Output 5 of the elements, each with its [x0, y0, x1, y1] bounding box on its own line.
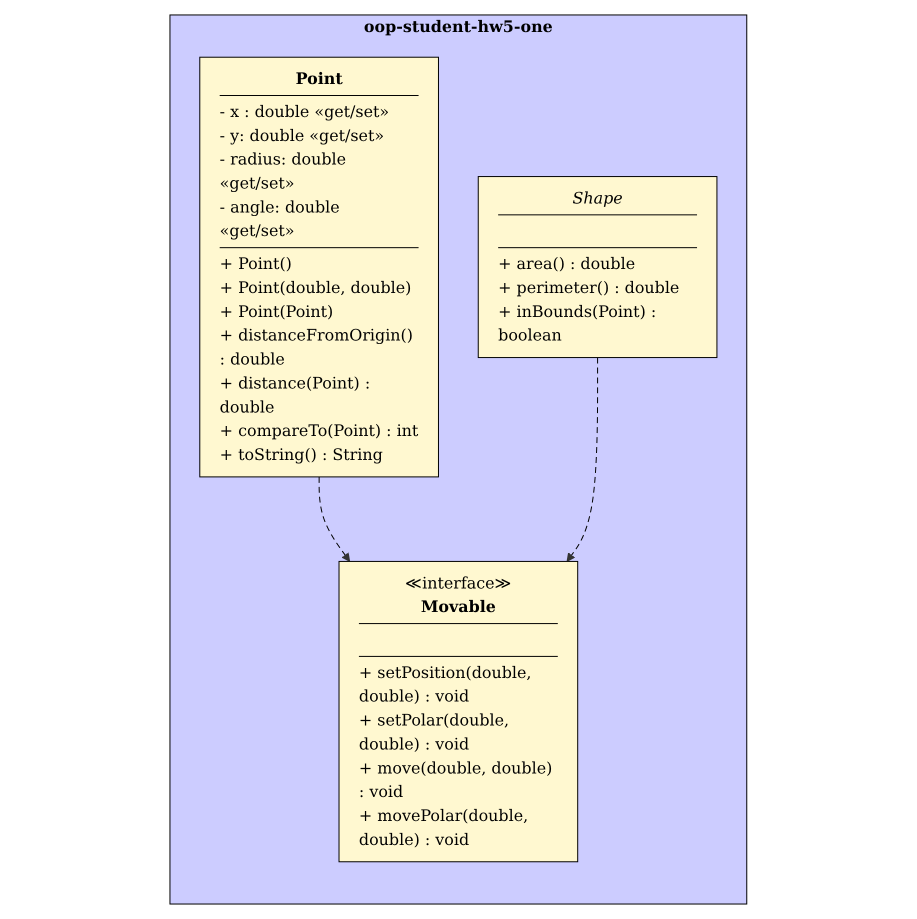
arrow — [566, 357, 598, 562]
node-box: ≪interface≫ Movable + setPosition(double, double) : void + setPolar(double, double) : void + move(double, double) : void + movePolar(double, double) : void — [338, 560, 578, 862]
node-box: Shape + area() : double + perimeter() : double + inBounds(Point) : boolean — [478, 176, 718, 358]
node-box: Point - x : double «get/set» - y: double «get/set» - radius: double «get/set» - angle: double «get/set» + Point() + Point(double, double) + Point(Point) + distanceFromOrigin() : double + distance(Point) : double + compareTo(Point) : int + toString() : String — [199, 56, 440, 478]
arrow — [318, 476, 350, 562]
